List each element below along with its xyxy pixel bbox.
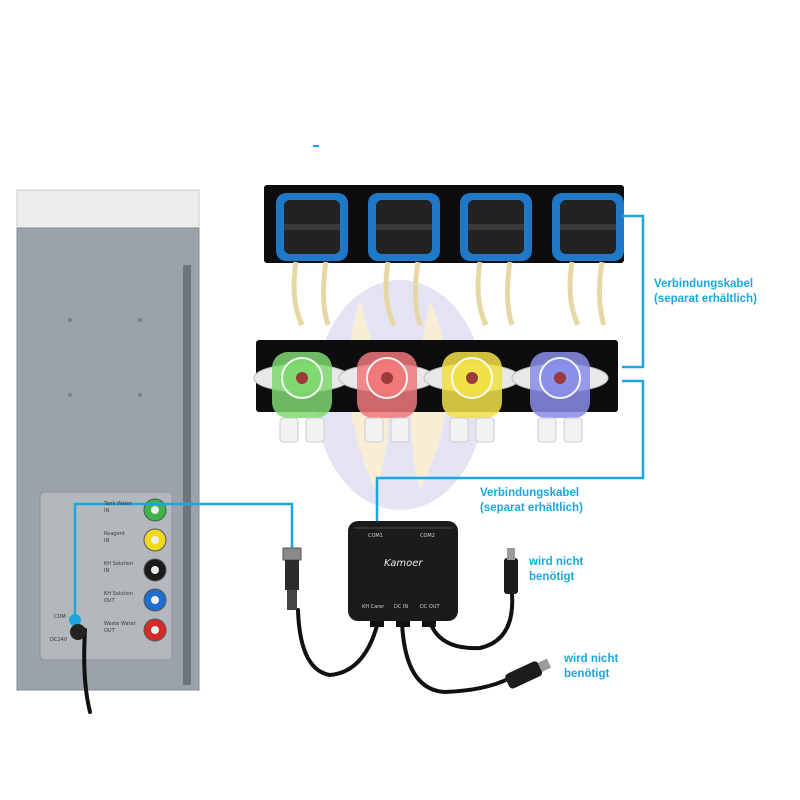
cable-label-bottom-line1: Verbindungskabel: [480, 487, 580, 499]
dc-plug-angled: [505, 658, 552, 689]
pump-head-blue: [368, 193, 440, 327]
pump-head-blue: [552, 193, 624, 327]
port-name: KH Solution: [104, 561, 133, 567]
kh-analyzer-cabinet: [16, 189, 200, 691]
port-direction: IN: [104, 538, 110, 544]
port-direction: IN: [104, 568, 110, 574]
port-direction: IN: [104, 508, 110, 514]
hub-bottom-label-1: KH Carer: [362, 604, 385, 610]
cable-label-bottom: Verbindungskabel (separat erhältlich): [480, 486, 583, 516]
hub-bottom-label-3: DC OUT: [420, 604, 440, 610]
hub-com2-label: COM2: [420, 533, 435, 539]
dosing-head: [511, 352, 609, 443]
dosing-head: [253, 352, 351, 443]
mark-dash: [313, 145, 319, 147]
not-needed-label-2: wird nicht benötigt: [564, 652, 618, 682]
pump-head-blue: [460, 193, 532, 327]
not-needed-label-1: wird nicht benötigt: [529, 555, 583, 585]
port-name: KH Solution: [104, 591, 133, 597]
cabinet-com-label: COM: [54, 614, 66, 620]
not-needed-2-line2: benötigt: [564, 668, 610, 680]
hub-com1-label: COM1: [368, 533, 383, 539]
dosing-head: [338, 352, 436, 443]
cabinet-dc-label: DC24V: [50, 637, 68, 643]
port-direction: OUT: [104, 628, 115, 634]
port-connector: [143, 618, 167, 642]
port-connector: [143, 588, 167, 612]
hub-bottom-label-2: DC IN: [394, 604, 409, 610]
not-needed-2-line1: wird nicht: [564, 653, 619, 665]
pump-head-blue: [276, 193, 348, 327]
connection-hub: [348, 521, 458, 627]
port-connector: [143, 528, 167, 552]
port-connector: [143, 558, 167, 582]
cable-label-top-line1: Verbindungskabel: [654, 278, 754, 290]
aviation-connector: [282, 547, 302, 610]
cables: [82, 592, 522, 714]
connection-lines: [73, 214, 645, 620]
power-plug: [70, 624, 86, 640]
pump-bar-bottom: [253, 340, 618, 443]
hub-brand: Kamoer: [384, 558, 423, 569]
not-needed-1-line1: wird nicht: [529, 556, 584, 568]
cable-label-top: Verbindungskabel (separat erhältlich): [654, 277, 757, 307]
cable-label-top-line2: (separat erhältlich): [654, 293, 757, 305]
port-name: Tank Water: [104, 501, 132, 507]
port-connector: [143, 498, 167, 522]
pump-bar-top: [264, 185, 624, 327]
port-name: Reagent: [104, 531, 125, 537]
dosing-head: [423, 352, 521, 443]
cable-label-bottom-line2: (separat erhältlich): [480, 502, 583, 514]
dc-plug-upright: [504, 548, 518, 594]
not-needed-1-line2: benötigt: [529, 571, 575, 583]
port-name: Waste Water: [104, 621, 136, 627]
port-direction: OUT: [104, 598, 115, 604]
